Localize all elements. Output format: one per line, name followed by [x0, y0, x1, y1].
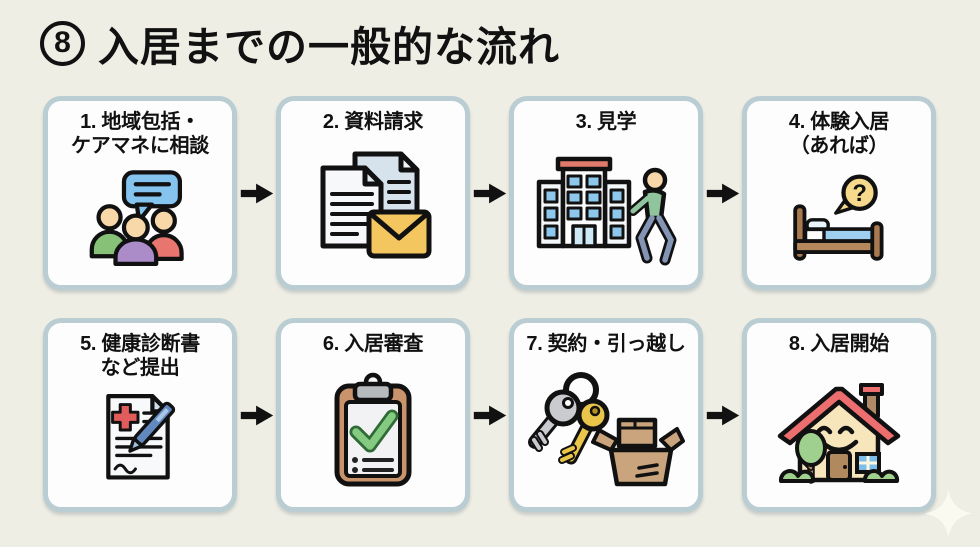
flow-arrow-right-icon	[472, 181, 508, 206]
flow-arrow-right-icon	[472, 403, 508, 428]
step-6-line-1: 6. 入居審査	[322, 333, 424, 355]
step-5-line-1: 5. 健康診断書	[80, 333, 200, 355]
question-mark: ?	[852, 181, 867, 207]
step-card-4: 4. 体験入居 （あれば） ?	[742, 96, 936, 290]
building-walk-icon	[518, 134, 694, 279]
title-number-badge: 8	[40, 20, 85, 66]
documents-envelope-icon	[285, 134, 461, 279]
flow-arrow-right-icon	[705, 403, 741, 428]
step-card-1: 1. 地域包括・ ケアマネに相談	[43, 96, 237, 290]
step-5-line-2: など提出	[100, 357, 180, 380]
step-1-line-1: 1. 地域包括・	[80, 111, 200, 133]
step-5-label: 5. 健康診断書 など提出	[80, 332, 200, 381]
step-3-label: 3. 見学	[576, 110, 637, 134]
keys-boxes-icon	[518, 356, 694, 501]
clipboard-check-icon	[285, 356, 461, 501]
flow-row-1: 1. 地域包括・ ケアマネに相談	[43, 96, 936, 290]
step-card-6: 6. 入居審査	[276, 318, 470, 512]
step-6-label: 6. 入居審査	[323, 332, 423, 356]
flow-arrow-right-icon	[239, 181, 275, 206]
step-card-5: 5. 健康診断書 など提出	[43, 318, 237, 512]
sparkle-decoration	[925, 490, 972, 537]
step-2-label: 2. 資料請求	[323, 110, 423, 134]
step-1-label: 1. 地域包括・ ケアマネに相談	[71, 110, 209, 159]
flow-arrow-right-icon	[705, 181, 741, 206]
step-card-7: 7. 契約・引っ越し	[509, 318, 703, 512]
step-1-line-2: ケアマネに相談	[71, 135, 209, 158]
step-7-line-1: 7. 契約・引っ越し	[526, 333, 686, 355]
step-7-label: 7. 契約・引っ越し	[526, 332, 686, 356]
step-card-3: 3. 見学	[509, 96, 703, 290]
step-4-line-1: 4. 体験入居	[788, 111, 890, 133]
step-8-line-1: 8. 入居開始	[788, 333, 890, 355]
bed-question-icon: ?	[751, 159, 927, 279]
step-8-label: 8. 入居開始	[789, 332, 889, 356]
smiling-house-icon	[751, 356, 927, 501]
flow-arrow-right-icon	[239, 403, 275, 428]
health-document-pen-icon	[52, 381, 228, 501]
consultation-people-icon	[52, 159, 228, 279]
step-2-line-1: 2. 資料請求	[322, 111, 424, 133]
step-3-line-1: 3. 見学	[575, 111, 637, 133]
step-4-line-2: （あれば）	[789, 135, 889, 158]
step-card-8: 8. 入居開始	[742, 318, 936, 512]
title-number: 8	[54, 26, 71, 59]
title-text: 入居までの一般的な流れ	[98, 24, 560, 70]
flow-row-2: 5. 健康診断書 など提出	[43, 318, 936, 512]
step-card-2: 2. 資料請求	[276, 96, 470, 290]
step-4-label: 4. 体験入居 （あれば）	[789, 110, 889, 159]
page-title: 8 入居までの一般的な流れ	[40, 13, 560, 73]
